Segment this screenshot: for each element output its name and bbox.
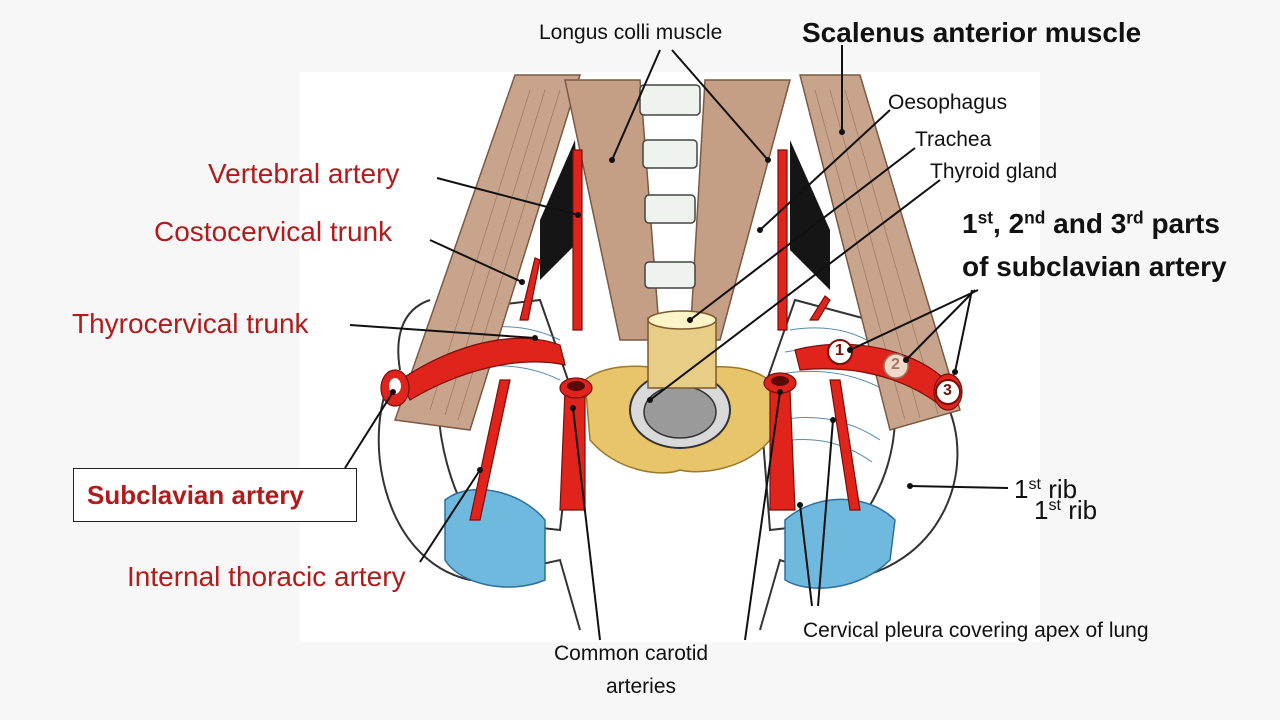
label-costocervical-trunk: Costocervical trunk [154,216,393,247]
muscles [393,74,961,431]
marker-1: 1 [835,342,844,359]
marker-2: 2 [891,356,900,373]
label-common-carotid-line1: Common carotid [554,642,709,665]
right-vertebral-artery [777,149,788,331]
left-cervical-pleura [444,488,546,588]
right-scalenus [799,74,961,431]
label-thyrocervical-trunk: Thyrocervical trunk [72,308,309,339]
label-cervical-pleura: Cervical pleura covering apex of lung [803,619,1149,642]
left-subclavian-arch [399,337,566,401]
label-longus-colli: Longus colli muscle [539,21,723,44]
label-parts-line1: 1st, 2nd and 3rd parts [962,207,1220,239]
label-subclavian-artery: Subclavian artery [73,468,357,522]
right-internal-thoracic [829,379,861,511]
right-cervical-pleura [784,498,896,589]
part-markers [827,339,961,405]
right-common-carotid [769,389,796,511]
label-trachea: Trachea [915,128,992,151]
label-thyroid-gland: Thyroid gland [930,160,1058,183]
label-vertebral-artery: Vertebral artery [208,158,400,189]
left-scalenus [393,74,582,431]
left-vertebral-artery [572,149,583,331]
label-first-rib-b: 1st rib [1034,495,1098,525]
pointer-lines [344,45,1009,641]
label-oesophagus: Oesophagus [888,91,1008,114]
pointer-arrowheads [390,129,958,508]
label-internal-thoracic-artery: Internal thoracic artery [127,561,406,592]
vertebral-column [639,84,701,289]
left-internal-thoracic [469,379,511,521]
label-parts-line2: of subclavian artery [962,251,1227,282]
right-longus-colli [689,79,791,341]
marker-3: 3 [943,382,952,399]
label-first-rib-a: 1st rib [1014,474,1078,504]
label-common-carotid-line2: arteries [606,675,677,698]
label-scalenus-anterior: Scalenus anterior muscle [802,17,1142,48]
